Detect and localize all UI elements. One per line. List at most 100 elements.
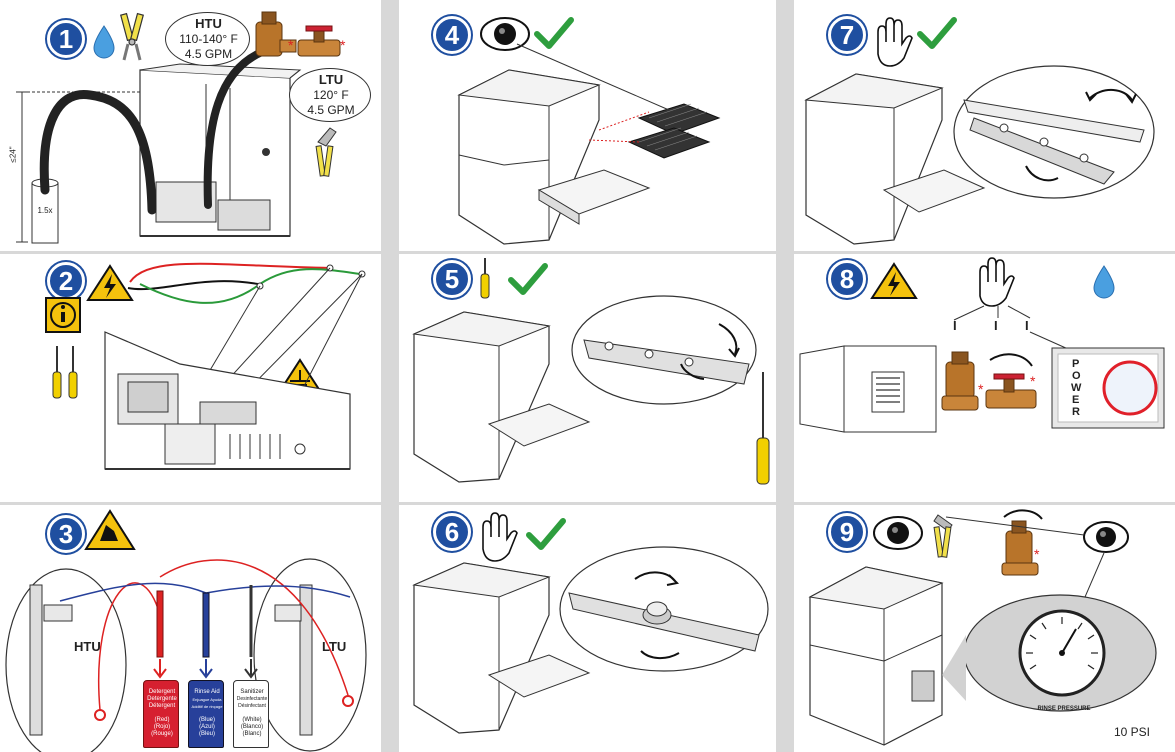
eye-icon-2 [1083,521,1129,553]
row-separator-1-col1 [0,251,381,254]
svg-text:*: * [288,37,294,53]
row-separator-1-col2 [399,251,776,254]
step-4-illustration [457,17,721,245]
panel-step-1-water-supply: 1 [0,0,381,251]
sanitizer-color-en: (White) [242,717,262,723]
panel-step-4-racks: 4 [399,0,776,251]
water-drop-icon [93,25,115,59]
rinse-pressure-value: 10 PSI [1113,725,1151,739]
detergent-label-es: Detergente [147,696,177,702]
detergent-color-fr: (Rouge) [151,731,173,737]
step-number-badge: 6 [433,513,471,551]
rinse-color-es: (Azul) [199,724,215,730]
ltu-title: LTU [318,72,344,87]
checkmark-icon [534,17,574,49]
switch-mark-3: I [1025,318,1029,333]
rinse-color-en: (Blue) [198,717,215,723]
svg-text:*: * [340,37,346,53]
htu-label: HTU [74,639,101,654]
power-letter-w: W [1071,382,1082,394]
step-number-badge: 4 [433,16,471,54]
height-label: ≤24" [8,146,18,163]
htu-temperature: 110-140° F [179,32,238,46]
chemical-hazard-warning-icon [84,509,136,550]
panel-step-6-rinse-arm: 6 [399,505,776,752]
panel-step-7-wash-arm-rotation: 7 [794,0,1175,251]
row-separator-1-col3 [794,251,1175,254]
detergent-label-en: Detergent [148,689,176,695]
screwdriver-icon [52,346,62,399]
eye-icon [873,516,923,550]
step-number-badge: 7 [828,16,866,54]
step-number-badge: 1 [47,20,85,58]
step-7-illustration [804,17,1155,245]
hand-icon [877,17,913,67]
gauge-needle [1061,628,1077,654]
step-1-illustration: * * [16,11,346,244]
drain-ratio-label: 1.5x [37,206,53,215]
sanitizer-label-es: Desinfectante [236,696,268,702]
screwdriver-long-icon [756,372,770,485]
sanitizer-label-fr: Désinfectant [238,703,266,709]
checkmark-icon [508,263,548,295]
ltu-label: LTU [322,639,347,654]
step-6-illustration [412,512,769,734]
pliers-icon-2 [315,127,337,177]
checkmark-icon [526,518,566,550]
column-separator-left [381,0,399,752]
power-letter-e: E [1072,394,1080,406]
step-5-illustration [412,258,770,485]
screwdriver-icon [480,258,490,299]
detergent-label-fr: Détergent [148,703,176,709]
step-number-badge: 5 [433,260,471,298]
power-letter-r: R [1072,406,1080,418]
switch-mark-1: I [953,318,957,333]
pliers-icon [120,12,144,61]
switch-mark-2: I [994,318,998,333]
panel-step-2-electrical: 2 [0,254,381,502]
pliers-icon [933,514,953,558]
step-8-illustration: * * [799,257,1165,433]
rinse-label-fr: Additif de rinçage [191,704,223,709]
detergent-container: Detergent Detergente Détergent (Red) (Ro… [143,680,179,748]
detergent-color-en: (Red) [154,717,170,723]
row-separator-2-col2 [399,502,776,505]
step-9-illustration: * [808,509,1157,746]
rinse-label-en: Rinse Aid [194,689,220,695]
sanitizer-color-es: (Blanco) [240,724,264,730]
sanitizer-container: Sanitizer Desinfectante Désinfectant (Wh… [233,680,269,748]
row-separator-2-col3 [794,502,1175,505]
info-icon [45,297,81,333]
rinse-label-es: Enjuague Ayuda [192,697,222,702]
rack-tray-1 [637,103,721,135]
step-2-illustration [45,262,366,470]
step-number-badge: 3 [47,515,85,553]
screwdriver-icon-2 [68,346,78,399]
svg-text:*: * [1034,546,1040,562]
high-voltage-warning-icon [870,262,918,299]
hand-icon [482,512,518,562]
high-voltage-warning-icon [86,264,134,301]
rack-tray-2 [627,127,711,159]
hand-icon [979,257,1015,307]
svg-text:*: * [1030,373,1036,389]
pressure-valve-icon: * [1001,520,1040,576]
htu-flow-rate: 4.5 GPM [184,47,233,61]
step-number-badge: 8 [828,260,866,298]
ltu-temperature: 120° F [313,88,349,102]
rinse-pressure-gauge-label: RINSE PRESSURE [1037,706,1091,712]
row-separator-2-col1 [0,502,381,505]
step-3-illustration [5,509,367,752]
power-letter-o: O [1072,370,1081,382]
eye-icon [480,17,530,51]
htu-spec-bubble: HTU 110-140° F 4.5 GPM [165,12,250,66]
water-drop-icon [1093,265,1115,299]
ltu-flow-rate: 4.5 GPM [307,103,355,117]
rinse-aid-container: Rinse Aid Enjuague Ayuda Additif de rinç… [188,680,224,748]
svg-text:*: * [978,381,984,397]
panel-step-5-wash-arms: 5 [399,254,776,502]
power-letter-p: P [1072,358,1080,370]
ltu-spec-bubble: LTU 120° F 4.5 GPM [289,68,371,122]
rinse-color-fr: (Bleu) [198,731,215,737]
sanitizer-color-fr: (Blanc) [242,731,262,737]
